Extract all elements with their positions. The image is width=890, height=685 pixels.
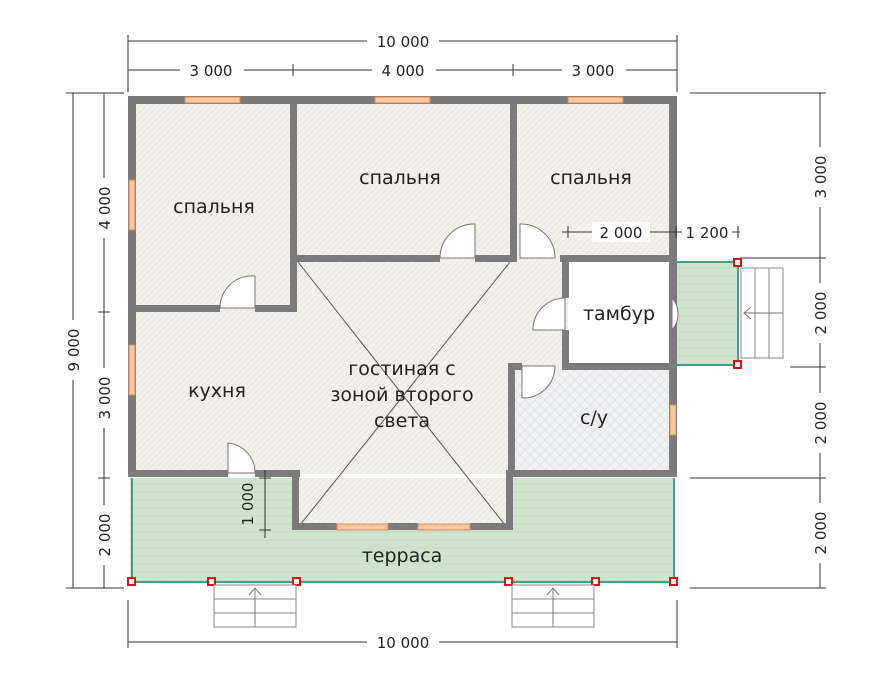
door-kitchen-terrace xyxy=(227,442,256,474)
window-living-2 xyxy=(417,523,471,531)
post-5 xyxy=(591,577,600,586)
room-kitchen: кухня xyxy=(188,380,246,402)
door-vestibule xyxy=(532,297,566,331)
dim-bottom-total: 10 000 xyxy=(377,634,430,652)
room-living-line1: гостиная с xyxy=(348,358,455,380)
post-8 xyxy=(733,360,742,369)
window-bedroom-middle xyxy=(374,96,431,104)
floor-areas xyxy=(130,96,738,582)
dim-inner-vertical: 1 000 xyxy=(239,483,257,526)
room-living-line3: света xyxy=(374,410,430,432)
door-bedroom-middle xyxy=(439,223,476,259)
room-bedroom-right: спальня xyxy=(550,167,632,189)
vestibule-floor xyxy=(568,262,672,365)
room-living-line2: зоной второго xyxy=(330,384,473,406)
dim-top-total: 10 000 xyxy=(377,33,430,51)
dim-left-middle: 3 000 xyxy=(96,377,114,420)
door-bedroom-right xyxy=(519,223,556,259)
door-bathroom xyxy=(521,365,556,399)
dim-left-lower: 2 000 xyxy=(96,514,114,557)
room-labels: спальня спальня спальня кухня гостиная с… xyxy=(173,167,655,567)
windows xyxy=(128,96,677,531)
door-entrance xyxy=(671,296,679,332)
dim-left-upper: 4 000 xyxy=(96,187,114,230)
second-light-diagonals xyxy=(297,261,511,526)
window-bathroom xyxy=(669,404,677,436)
dim-left-total: 9 000 xyxy=(65,329,83,372)
door-bedroom-left xyxy=(219,275,256,309)
room-bedroom-left: спальня xyxy=(173,196,255,218)
dim-right-mid1: 2 000 xyxy=(812,292,830,335)
dim-inner-horizontal-2: 1 200 xyxy=(686,224,729,242)
post-7 xyxy=(733,258,742,267)
post-3 xyxy=(292,577,301,586)
dim-right-bottom: 2 000 xyxy=(812,512,830,555)
stairs-left xyxy=(213,584,297,628)
dim-right-top: 3 000 xyxy=(812,156,830,199)
post-6 xyxy=(669,577,678,586)
terrace-structure xyxy=(127,258,742,586)
stairs-porch xyxy=(740,267,784,359)
dim-top-left: 3 000 xyxy=(190,62,233,80)
living-bay-floor xyxy=(295,478,510,528)
dim-inner-horizontal-1: 2 000 xyxy=(600,224,643,242)
window-bedroom-left xyxy=(184,96,241,104)
doors xyxy=(219,223,679,474)
stairs-right xyxy=(511,584,595,628)
post-4 xyxy=(504,577,513,586)
post-1 xyxy=(127,577,136,586)
dim-top-middle: 4 000 xyxy=(382,62,425,80)
dimension-labels: 10 000 3 000 4 000 3 000 10 000 9 000 4 … xyxy=(63,31,830,652)
porch-floor xyxy=(675,262,738,365)
dim-right-mid2: 2 000 xyxy=(812,402,830,445)
post-2 xyxy=(207,577,216,586)
window-bedroom-right xyxy=(567,96,624,104)
window-bedroom-left-side xyxy=(128,179,136,231)
room-terrace: терраса xyxy=(362,545,443,567)
room-vestibule: тамбур xyxy=(583,303,655,325)
room-bathroom: с/у xyxy=(580,407,608,429)
room-bedroom-middle: спальня xyxy=(359,167,441,189)
dim-top-right: 3 000 xyxy=(572,62,615,80)
window-kitchen xyxy=(128,344,136,396)
window-living-1 xyxy=(336,523,389,531)
